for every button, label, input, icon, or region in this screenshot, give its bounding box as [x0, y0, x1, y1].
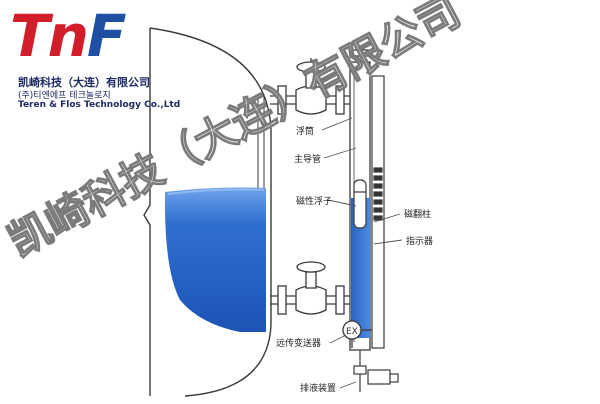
transmitter — [342, 320, 372, 348]
label-transmitter: 远传变送器 — [276, 337, 321, 349]
company-logo: TnF — [10, 6, 126, 66]
chamber-liquid — [351, 198, 370, 338]
tank-liquid-surface — [167, 188, 265, 195]
logo-mark-right: F — [86, 2, 127, 70]
magnetic-float — [353, 179, 367, 229]
label-magnetic-column: 磁翻柱 — [404, 208, 431, 220]
leader-lines — [321, 117, 403, 389]
company-name-cn: 凯崎科技（大连）有限公司 — [18, 76, 150, 89]
tank-liquid — [164, 187, 266, 332]
label-indicator: 指示器 — [406, 235, 433, 247]
upper-valve — [270, 58, 352, 115]
label-magnetic-float: 磁性浮子 — [296, 195, 332, 207]
ex-mark: EX — [346, 327, 358, 337]
company-name-en: Teren & Flos Technology Co.,Ltd — [18, 100, 181, 110]
indicator-column — [371, 75, 385, 349]
logo-mark-left: Tn — [10, 2, 89, 70]
label-float-chamber: 浮筒 — [296, 125, 314, 137]
label-main-pipe: 主导管 — [294, 153, 321, 165]
label-drain: 排液装置 — [300, 382, 336, 394]
company-name-kr: (주)티엔에프 테크놀로지 — [18, 91, 111, 101]
lower-valve — [270, 261, 352, 315]
drain-device — [353, 350, 399, 392]
